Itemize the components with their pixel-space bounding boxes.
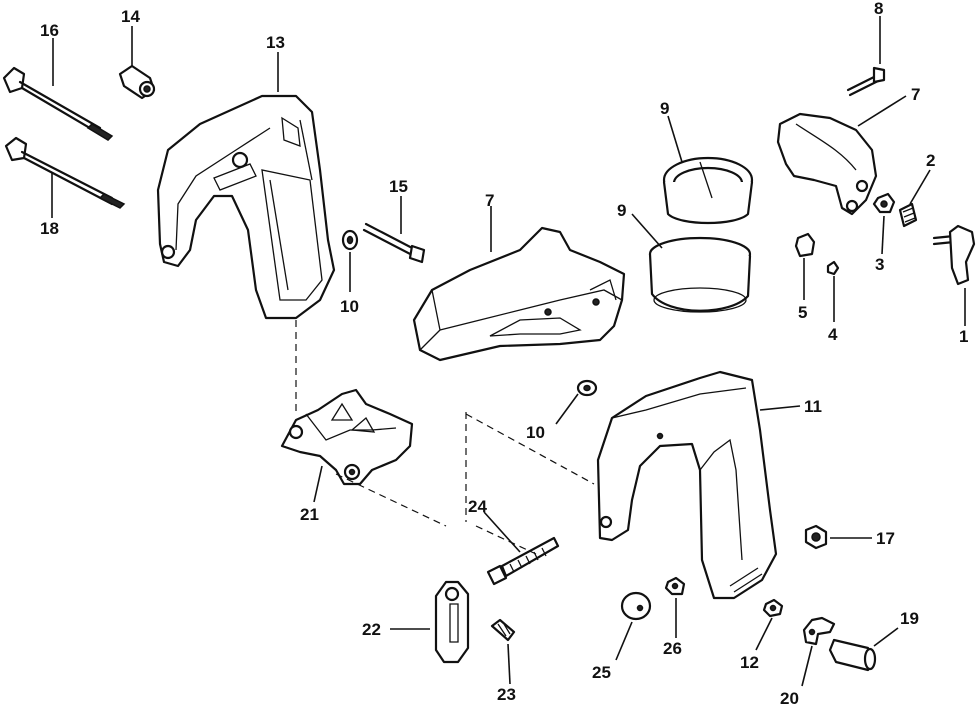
part-2-spring xyxy=(898,202,918,228)
part-1-thumb-screw xyxy=(932,224,976,286)
part-8-screw xyxy=(846,66,886,97)
part-9-bushing-lower xyxy=(648,236,752,313)
label-18: 18 xyxy=(40,219,59,238)
label-8: 8 xyxy=(874,0,883,18)
label-17: 17 xyxy=(876,529,895,548)
label-2: 2 xyxy=(926,151,935,170)
label-14: 14 xyxy=(121,7,140,26)
label-10-lower: 10 xyxy=(526,423,545,442)
label-1: 1 xyxy=(959,327,968,346)
part-12-nut xyxy=(762,598,784,618)
part-23-set-screw xyxy=(490,618,516,642)
alignment-lines xyxy=(295,320,595,555)
part-16-long-bolt xyxy=(2,66,114,141)
label-12: 12 xyxy=(740,653,759,672)
label-9-lower: 9 xyxy=(617,201,626,220)
label-26: 26 xyxy=(663,639,682,658)
label-5: 5 xyxy=(798,303,807,322)
label-13: 13 xyxy=(266,33,285,52)
label-3: 3 xyxy=(875,255,884,274)
label-7-right: 7 xyxy=(911,85,920,104)
part-15-screw xyxy=(362,222,426,264)
part-13-clamp-bracket xyxy=(156,94,336,320)
label-20: 20 xyxy=(780,689,799,705)
part-4-pin xyxy=(826,260,840,276)
label-9-upper: 9 xyxy=(660,99,669,118)
part-14-bushing xyxy=(118,64,156,100)
part-19-pin xyxy=(828,638,877,672)
part-21-swivel-mount xyxy=(280,388,414,486)
part-10-washer-upper xyxy=(341,229,359,251)
label-21: 21 xyxy=(300,505,319,524)
label-10-upper: 10 xyxy=(340,297,359,316)
label-7-center: 7 xyxy=(485,191,494,210)
part-20-clip xyxy=(802,616,836,646)
part-7-swivel-bracket xyxy=(412,226,626,362)
part-5-pad xyxy=(794,232,816,258)
leader-lines xyxy=(51,16,966,687)
label-25: 25 xyxy=(592,663,611,682)
callout-labels: 16 14 13 18 15 10 7 9 9 8 7 2 3 5 4 1 10… xyxy=(40,0,968,705)
part-3-nut xyxy=(872,192,896,214)
part-18-long-bolt xyxy=(4,136,126,209)
part-10-washer-lower xyxy=(576,379,598,397)
part-9-bushing-upper xyxy=(662,156,754,225)
label-22: 22 xyxy=(362,620,381,639)
label-23: 23 xyxy=(497,685,516,704)
part-26-nut xyxy=(664,576,686,596)
part-25-washer xyxy=(620,591,652,621)
part-11-clamp-bracket xyxy=(596,370,778,600)
label-11: 11 xyxy=(804,397,822,416)
part-22-plate xyxy=(434,580,470,664)
part-17-nut xyxy=(804,524,828,550)
label-16: 16 xyxy=(40,21,59,40)
label-4: 4 xyxy=(828,325,838,344)
part-7-clamp-half xyxy=(776,112,878,216)
label-15: 15 xyxy=(389,177,408,196)
label-19: 19 xyxy=(900,609,919,628)
part-24-long-screw xyxy=(486,536,560,586)
label-24: 24 xyxy=(468,497,487,516)
